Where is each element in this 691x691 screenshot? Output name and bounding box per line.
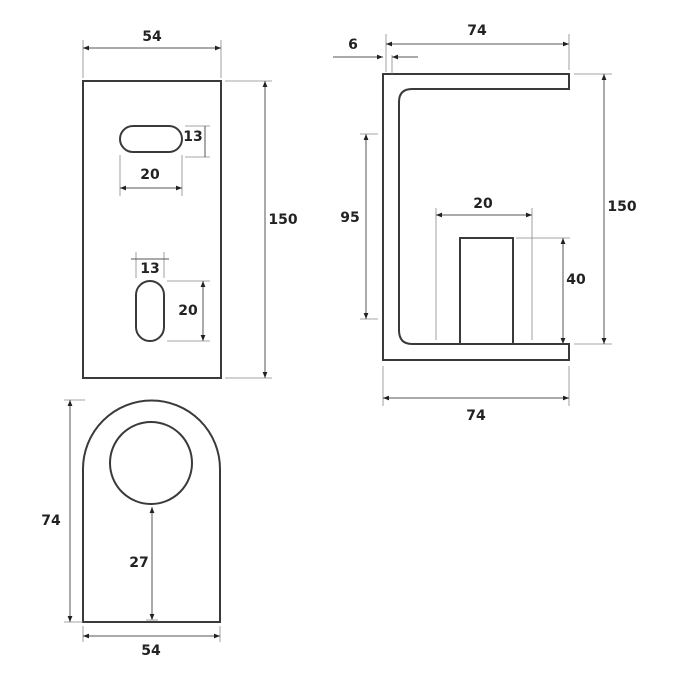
dim-slot-bottom-length: 20 xyxy=(167,280,210,342)
dim-label: 150 xyxy=(607,199,636,215)
dim-label: 13 xyxy=(140,261,159,277)
dim-label: 20 xyxy=(473,196,493,212)
dim-hole-offset: 27 xyxy=(129,507,158,621)
bottom-slot xyxy=(135,280,165,342)
bracket-profile xyxy=(382,73,570,361)
dim-slot-top-height: 13 xyxy=(183,125,210,158)
dim-label: 6 xyxy=(348,37,358,53)
dim-label: 20 xyxy=(178,303,198,319)
dim-label: 20 xyxy=(140,167,160,183)
dim-label: 54 xyxy=(142,29,162,45)
dim-label: 150 xyxy=(268,212,297,228)
dim-label: 95 xyxy=(340,210,359,226)
side-view: 74 6 95 20 40 150 xyxy=(333,23,637,424)
dim-label: 74 xyxy=(41,513,61,529)
dim-block-height: 40 xyxy=(516,237,586,344)
inner-block xyxy=(459,237,514,345)
dim-slot-top-length: 20 xyxy=(119,155,183,196)
dim-label: 54 xyxy=(141,643,161,659)
dim-slot-bottom-width: 13 xyxy=(131,252,169,278)
dim-label: 40 xyxy=(566,272,586,288)
dim-label: 13 xyxy=(183,129,202,145)
front-view: 54 150 13 20 13 20 xyxy=(82,29,298,379)
dim-block-width: 20 xyxy=(435,196,533,340)
top-slot xyxy=(119,125,183,153)
dim-label: 74 xyxy=(467,23,487,39)
dim-height: 150 xyxy=(225,80,298,379)
plate-outline xyxy=(82,80,222,379)
dim-inner-height: 95 xyxy=(340,133,378,320)
dim-label: 27 xyxy=(129,555,148,571)
dim-label: 74 xyxy=(466,408,486,424)
hole xyxy=(109,421,193,505)
dim-thickness: 6 xyxy=(333,37,418,74)
dim-bottom-length: 74 xyxy=(382,366,570,424)
dim-height: 150 xyxy=(574,73,637,345)
dim-width: 54 xyxy=(82,29,222,78)
lug-outline xyxy=(82,399,221,623)
dim-height: 74 xyxy=(41,399,85,623)
dim-top-length: 74 xyxy=(385,23,570,72)
dim-width: 54 xyxy=(82,626,221,659)
bottom-view: 74 27 54 xyxy=(41,399,221,659)
